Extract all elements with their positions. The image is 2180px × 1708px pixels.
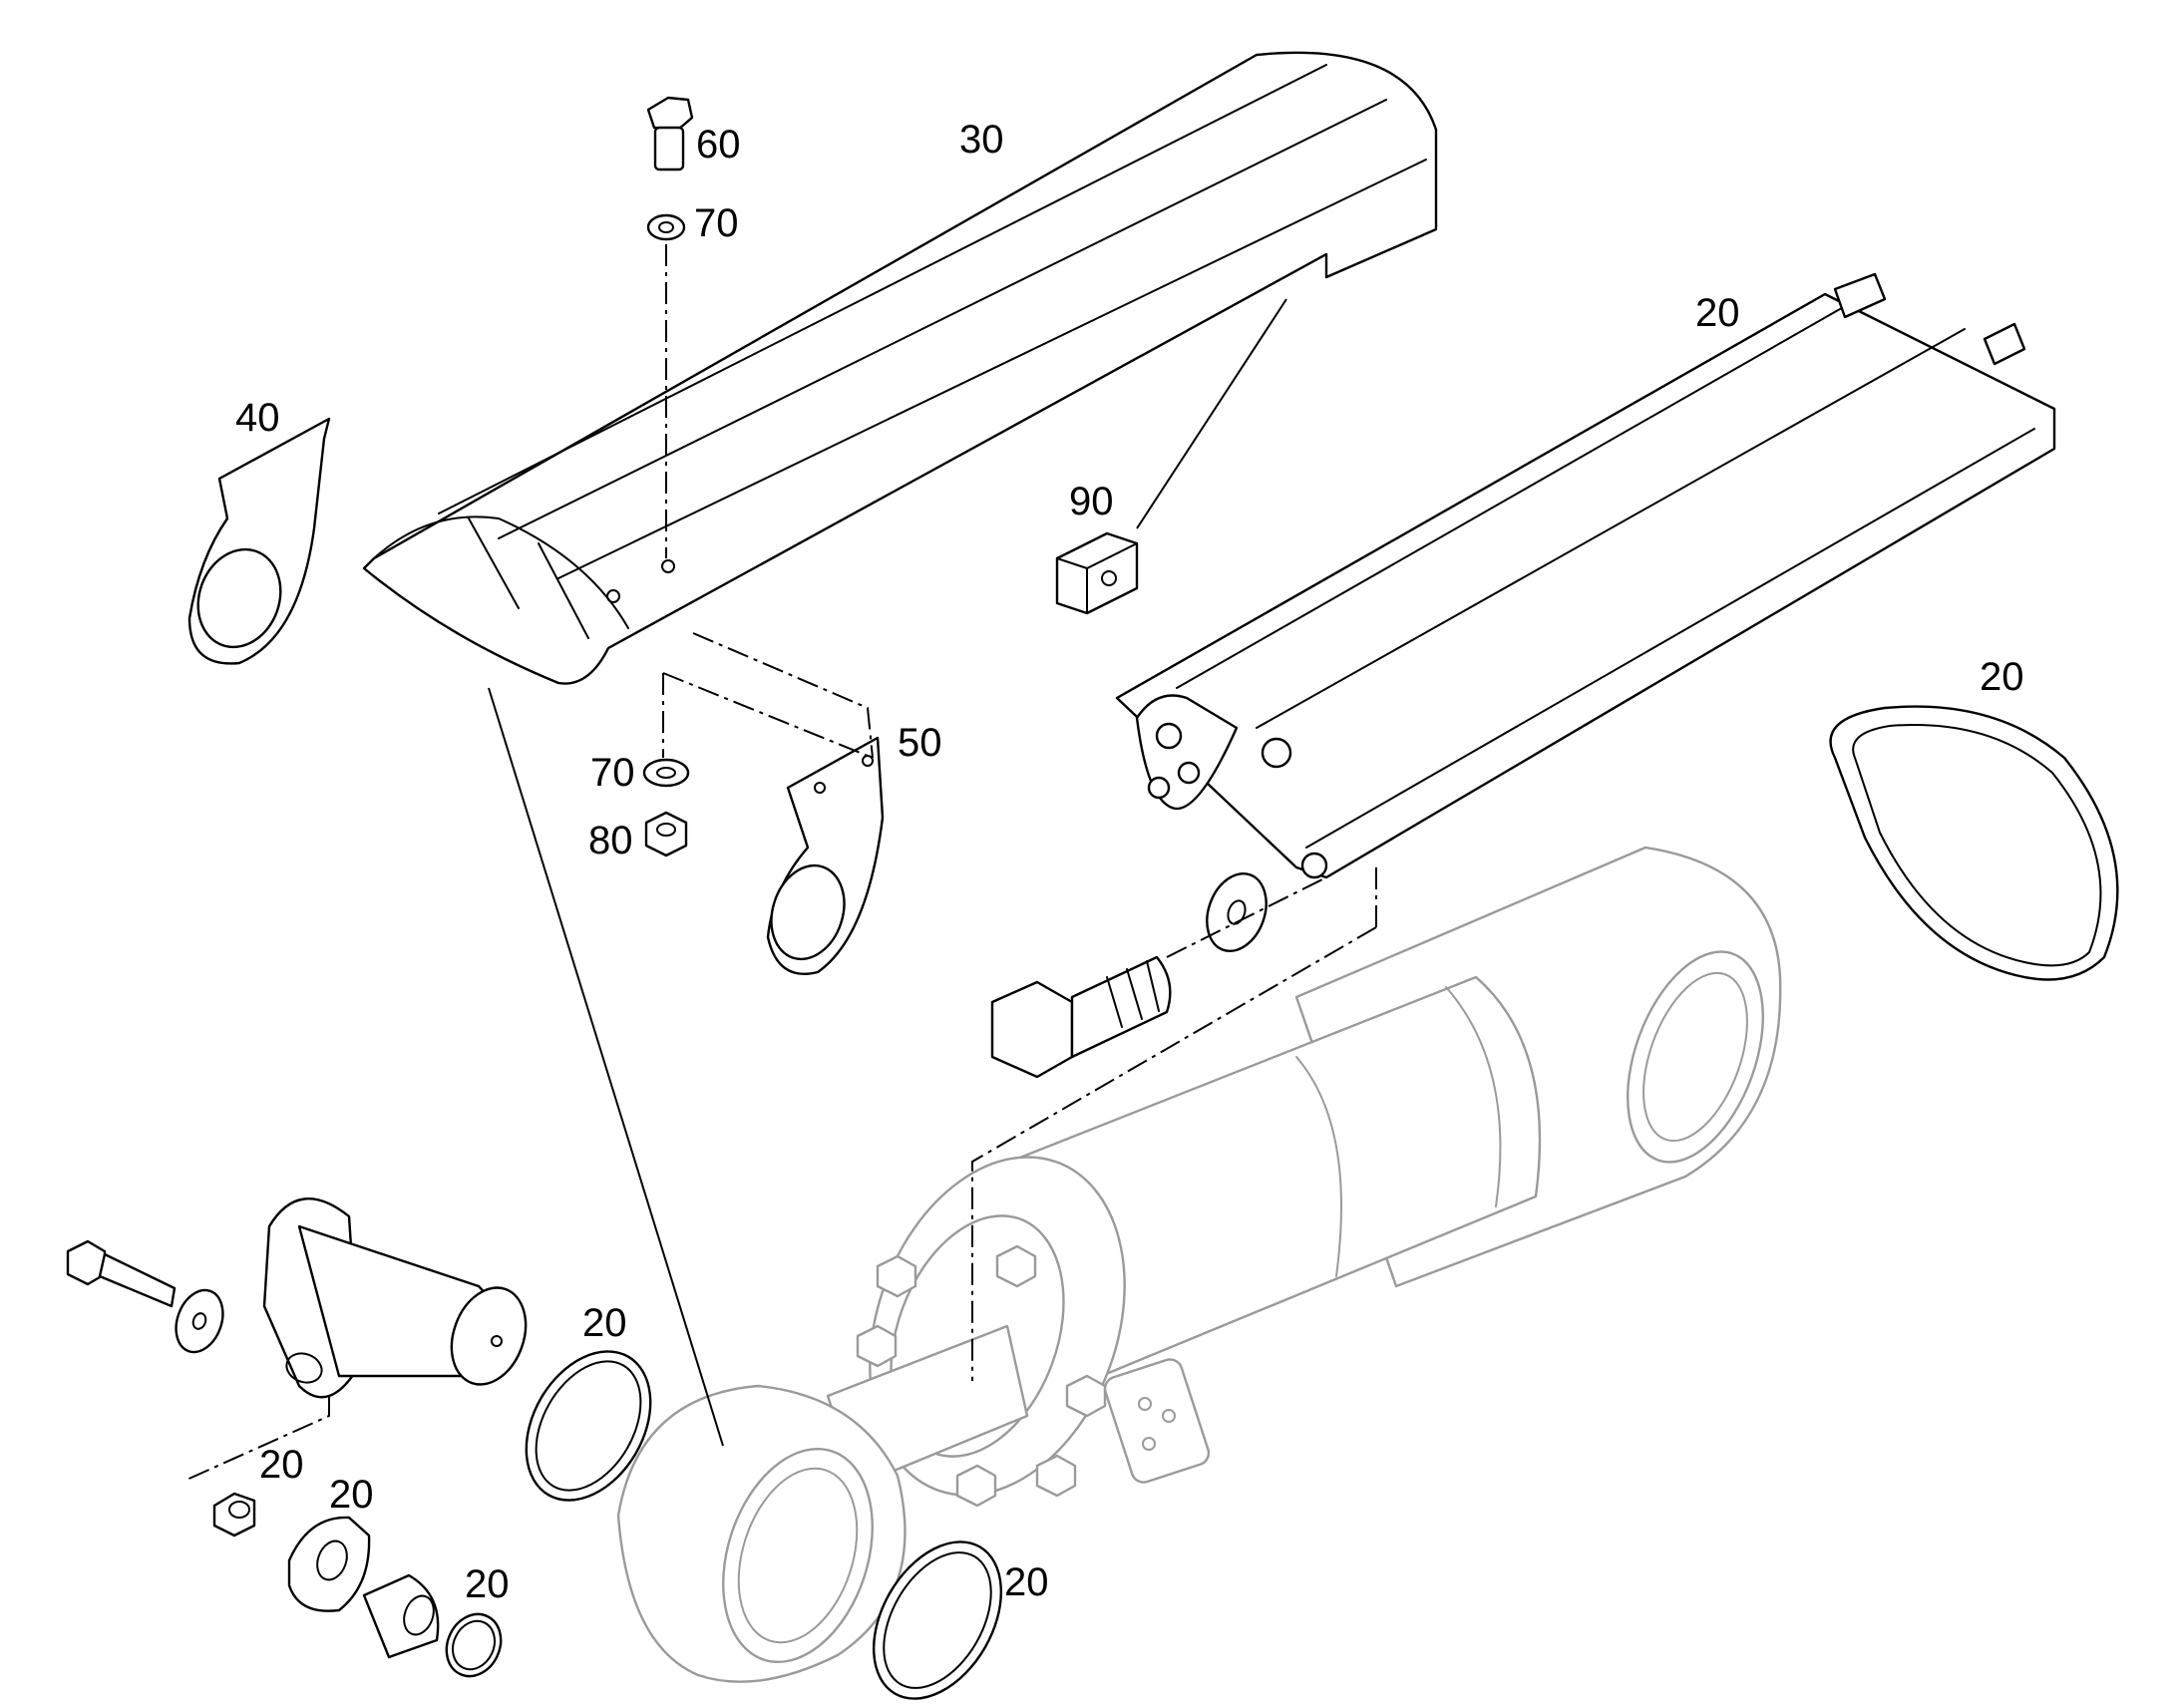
ring-seal-part-20-bottom <box>872 1540 1003 1700</box>
washer-part-guard-mount <box>1206 872 1268 952</box>
cover-part-30 <box>362 51 1438 685</box>
nut-part-80 <box>644 811 688 857</box>
callout-90: 90 <box>1069 480 1114 523</box>
washer-part-70-top <box>646 213 686 241</box>
guard-frame-part-20 <box>1115 272 2056 879</box>
callout-30: 30 <box>959 118 1004 162</box>
callout-40: 40 <box>235 396 280 440</box>
ring-seal-part-20-right <box>1829 705 2119 981</box>
bracket-part-40 <box>187 417 331 665</box>
callout-60: 60 <box>696 123 741 167</box>
callout-20-guard: 20 <box>1695 291 1740 335</box>
ring-seal-part-20-small <box>445 1612 503 1678</box>
bushing-part <box>362 1573 440 1659</box>
bracket-part-50 <box>766 736 885 975</box>
washer-part-70-mid <box>642 758 690 788</box>
pin-plate-left <box>262 1197 528 1399</box>
washer-part-20-small <box>212 1492 256 1537</box>
hydraulic-cylinder-ghost <box>616 846 1782 1683</box>
block-part-90 <box>1055 531 1139 615</box>
callout-50: 50 <box>898 721 942 765</box>
pin-bolt-left <box>66 1239 177 1308</box>
callout-20-ring-right: 20 <box>1980 655 2024 699</box>
callout-20-ring-left: 20 <box>582 1301 627 1345</box>
callout-20-ring-bottom: 20 <box>1004 1560 1049 1604</box>
washer-pin-left <box>175 1288 224 1354</box>
flange-washer-part-20 <box>287 1516 371 1612</box>
callout-20-washer: 20 <box>259 1443 304 1487</box>
callout-20-flange-washer: 20 <box>329 1473 374 1517</box>
callout-80: 80 <box>588 819 633 862</box>
ring-seal-part-20-left <box>525 1350 652 1502</box>
bolt-part-guard-mount <box>990 955 1172 1079</box>
callout-70-mid: 70 <box>590 751 635 795</box>
callout-20-ring-small: 20 <box>465 1562 510 1606</box>
callout-70-top: 70 <box>694 201 739 245</box>
bolt-part-60 <box>646 96 694 171</box>
